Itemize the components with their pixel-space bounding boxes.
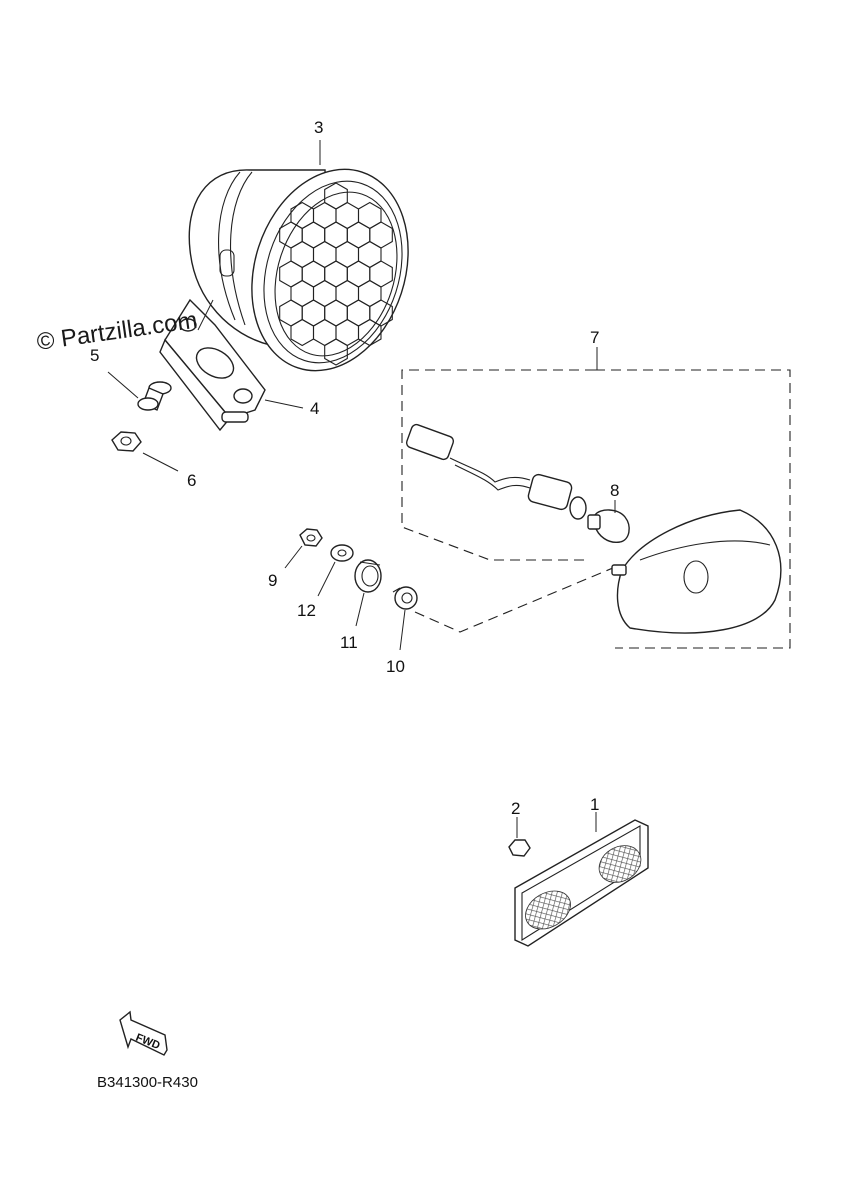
flasher-light-part: [611, 509, 782, 634]
callout-3: 3: [314, 118, 323, 137]
lens-hexagon: [357, 318, 382, 347]
callout-4: 4: [310, 399, 319, 418]
callout-9: 9: [268, 571, 277, 590]
lens-hexagon: [324, 338, 348, 366]
collar-part: [137, 381, 172, 411]
callout-6: 6: [187, 471, 196, 490]
bracket-part: [159, 298, 266, 432]
lens-hexagon-pattern: [279, 182, 393, 366]
lamp-housing-part: [188, 168, 409, 372]
callout-5: 5: [90, 346, 99, 365]
bulb-part: [587, 509, 630, 543]
nut-part: [111, 431, 142, 452]
callout-12: 12: [297, 601, 316, 620]
fwd-arrow-icon: FWD: [119, 1010, 168, 1056]
callout-1: 1: [590, 795, 599, 814]
socket-wire-part: [405, 423, 587, 520]
collar-10-part: [392, 586, 418, 610]
nut-9-part: [299, 528, 323, 547]
callout-2: 2: [511, 799, 520, 818]
grommet-part: [354, 559, 382, 593]
reflector-nut-part: [508, 839, 531, 857]
drawing-code: B341300-R430: [97, 1074, 198, 1091]
callout-7: 7: [590, 328, 599, 347]
flasher-assembly-box: [401, 369, 791, 649]
callout-10: 10: [386, 657, 405, 676]
leader-lines: [107, 140, 616, 838]
callout-11: 11: [340, 633, 358, 652]
reflector-part: [514, 819, 649, 947]
callout-8: 8: [610, 481, 619, 500]
washer-part: [330, 544, 354, 562]
